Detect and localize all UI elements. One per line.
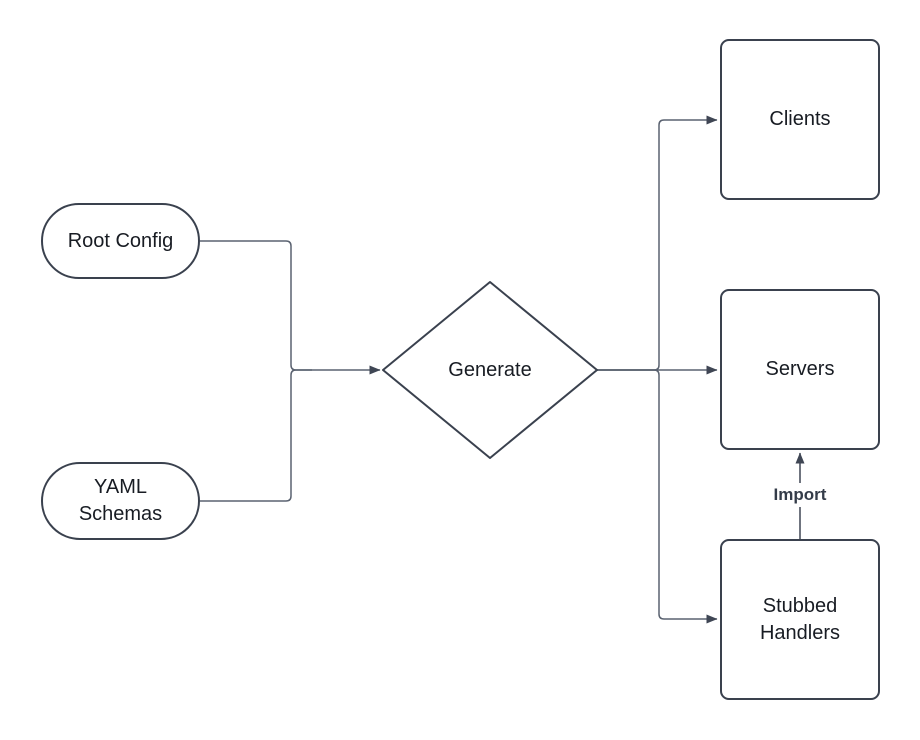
edge-generate-to-clients bbox=[597, 115, 718, 371]
node-yaml-schemas-label-line1: YAML bbox=[94, 476, 147, 498]
node-generate-label-box: Generate bbox=[383, 282, 597, 458]
edge-root-config-to-generate bbox=[200, 240, 381, 375]
edge-generate-to-stubbed-handlers bbox=[597, 369, 718, 624]
node-yaml-schemas-label-line2: Schemas bbox=[78, 503, 163, 525]
node-clients: Clients bbox=[720, 39, 880, 200]
node-stubbed-handlers: Stubbed Handlers bbox=[720, 539, 880, 700]
edge-yaml-schemas-to-generate bbox=[200, 369, 312, 502]
node-yaml-schemas: YAML Schemas bbox=[41, 462, 200, 540]
node-root-config-label: Root Config bbox=[67, 229, 174, 252]
edge-label-import: Import bbox=[768, 483, 832, 507]
node-stubbed-handlers-label-line2: Handlers bbox=[759, 621, 841, 644]
node-generate-diamond-shape bbox=[382, 281, 598, 459]
node-root-config: Root Config bbox=[41, 203, 200, 279]
node-generate-label: Generate bbox=[448, 358, 532, 381]
node-servers: Servers bbox=[720, 289, 880, 450]
node-clients-label: Clients bbox=[769, 108, 831, 130]
node-servers-label: Servers bbox=[765, 358, 835, 380]
node-stubbed-handlers-label-line1: Stubbed bbox=[762, 594, 838, 617]
